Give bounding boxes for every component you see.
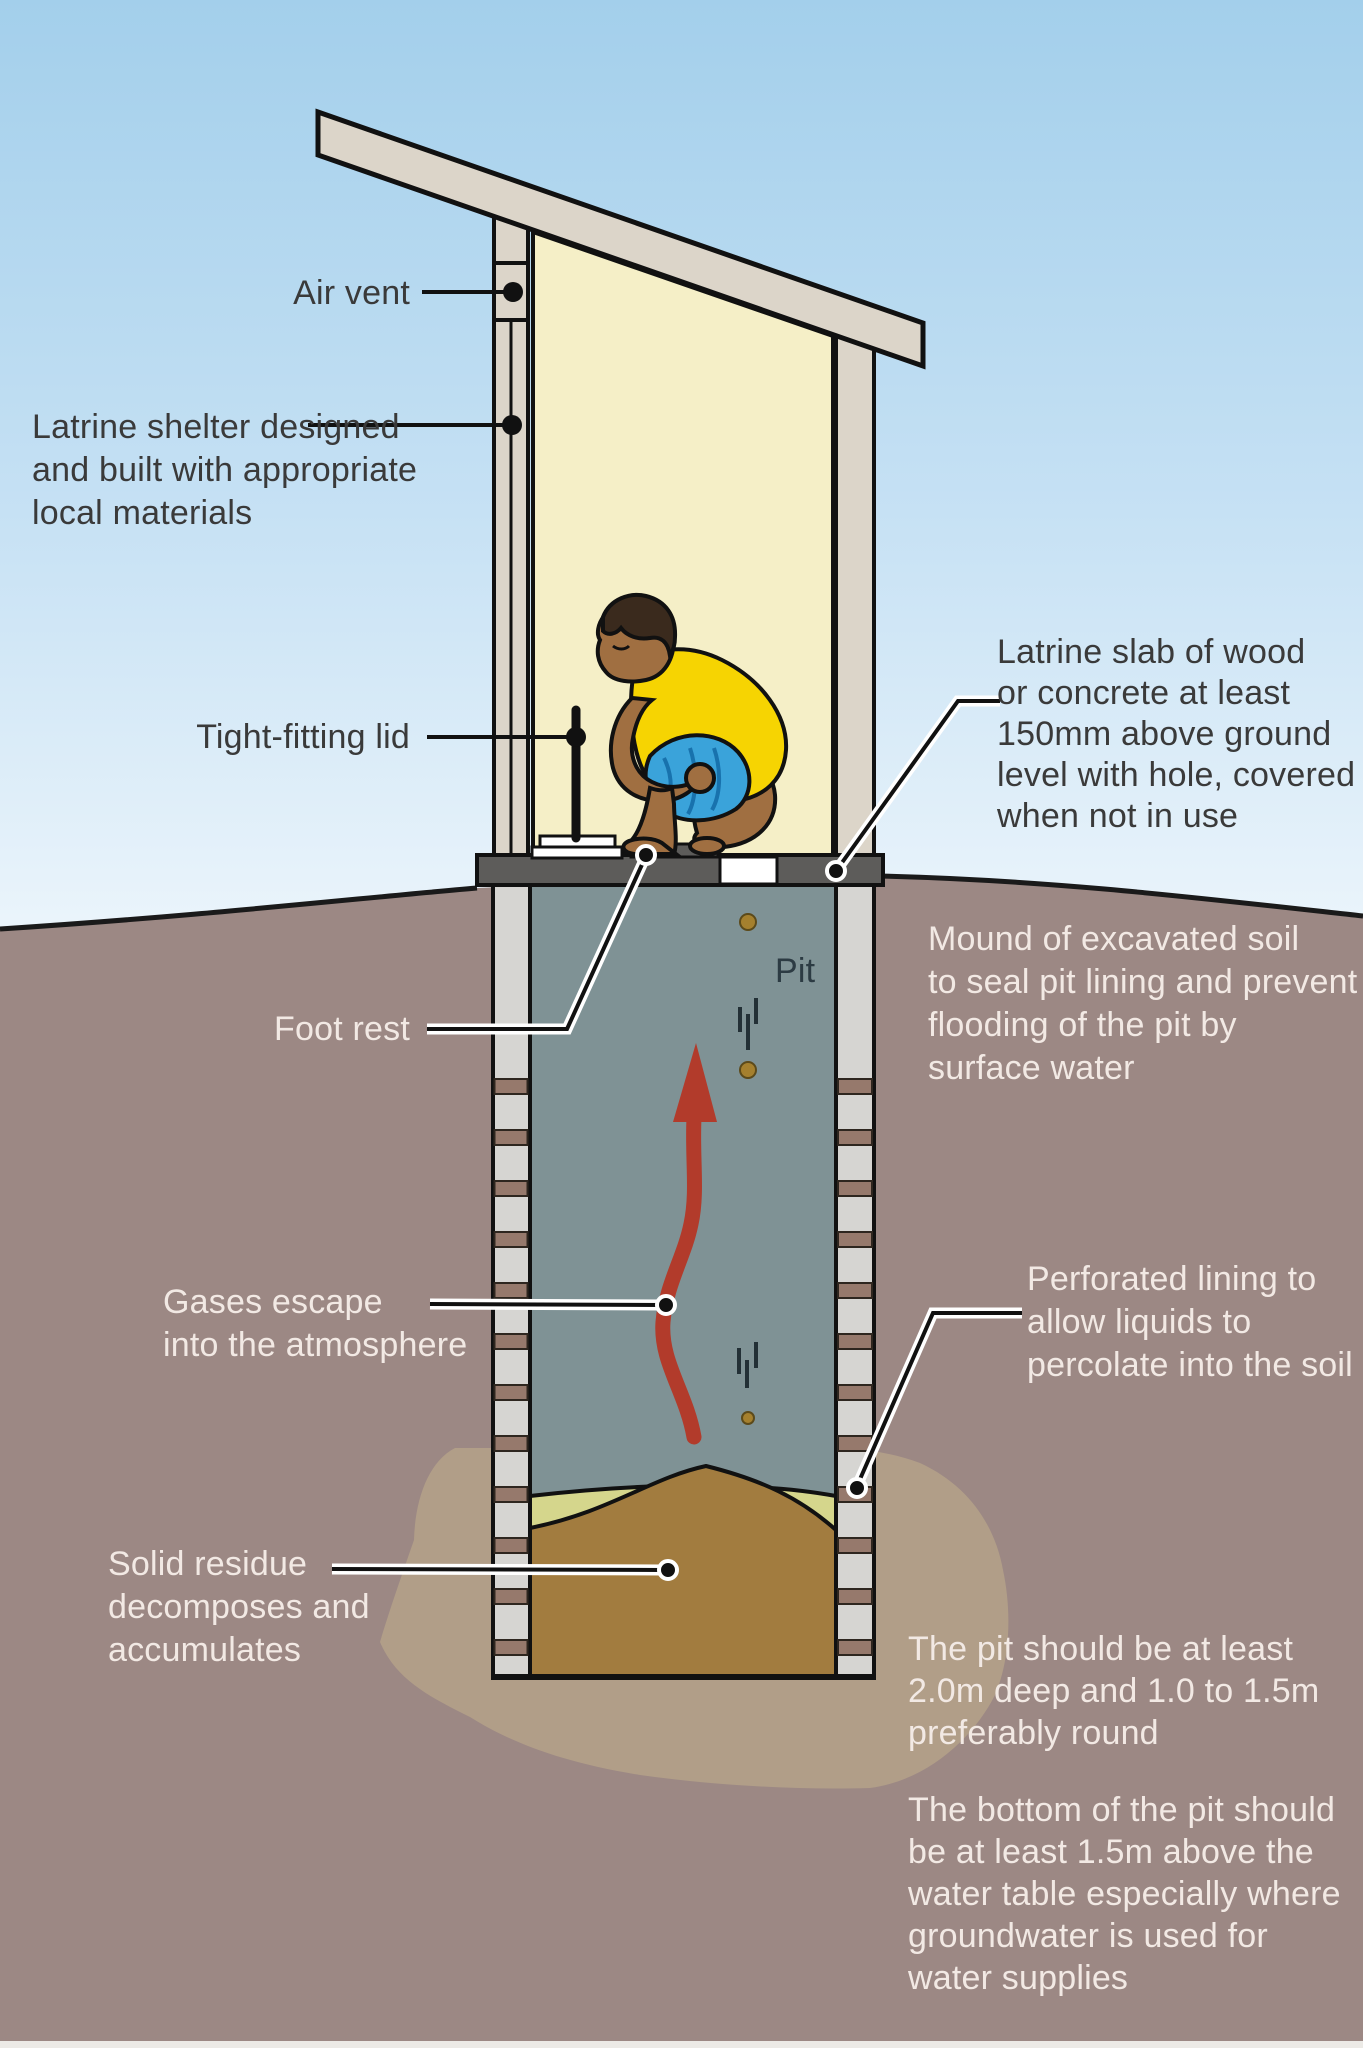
label-lid: Tight-fitting lid: [196, 718, 410, 756]
ground-line-right: [877, 873, 1363, 919]
pit: [491, 878, 876, 1680]
leader-dot-lid: [566, 727, 586, 747]
label-pit-bottom: The bottom of the pit should be at least…: [908, 1791, 1341, 1997]
right-wall: [834, 330, 876, 860]
leader-slab: [825, 695, 1000, 882]
pit-lining-left: [491, 878, 532, 1679]
leader-dot-air-vent: [503, 282, 523, 302]
squat-hole: [718, 855, 779, 886]
roof: [315, 108, 926, 370]
label-air-vent: Air vent: [293, 274, 410, 312]
leader-dot-solid-residue: [657, 1559, 679, 1581]
shorts-fold: [710, 747, 722, 811]
label-pit-depth: The pit should be at least 2.0m deep and…: [908, 1630, 1320, 1752]
person-figure: [595, 593, 789, 856]
lid-base-plate: [530, 845, 624, 860]
leader-gases: [429, 1294, 677, 1316]
person-back-foot: [688, 836, 726, 856]
label-mound: Mound of excavated soil to seal pit lini…: [928, 920, 1358, 1087]
gas-arrow-icon: [655, 1043, 717, 1445]
label-shelter: Latrine shelter designed and built with …: [32, 408, 418, 532]
label-solid-residue: Solid residue decomposes and accumulates: [108, 1545, 370, 1669]
label-slab: Latrine slab of wood or concrete at leas…: [997, 633, 1356, 835]
leader-foot-rest: [427, 844, 657, 1035]
label-gases: Gases escape into the atmosphere: [163, 1283, 468, 1364]
droppings: [737, 913, 758, 1425]
label-perforated: Perforated lining to allow liquids to pe…: [1027, 1260, 1353, 1384]
person-eye: [612, 644, 631, 651]
label-foot-rest: Foot rest: [274, 1010, 410, 1048]
leader-lines-cased: [331, 695, 1022, 1581]
pit-lining-right: [834, 878, 876, 1679]
person-hair: [601, 593, 678, 662]
leader-dot-shelter: [502, 415, 522, 435]
leader-lines-sky: [308, 282, 586, 747]
latrine-slab: [475, 853, 885, 887]
label-pit: Pit: [775, 952, 816, 990]
ground-line-left: [0, 885, 478, 932]
leader-dot-slab: [825, 860, 847, 882]
leader-solid-residue: [331, 1559, 679, 1581]
leader-dot-foot-rest: [635, 844, 657, 866]
leader-perforated: [846, 1307, 1022, 1499]
person-hand: [684, 762, 716, 794]
bottom-edge-strip: [0, 2041, 1363, 2048]
solid-residue: [530, 1466, 836, 1674]
leader-dot-perforated: [846, 1477, 868, 1499]
leader-dot-gases: [655, 1294, 677, 1316]
